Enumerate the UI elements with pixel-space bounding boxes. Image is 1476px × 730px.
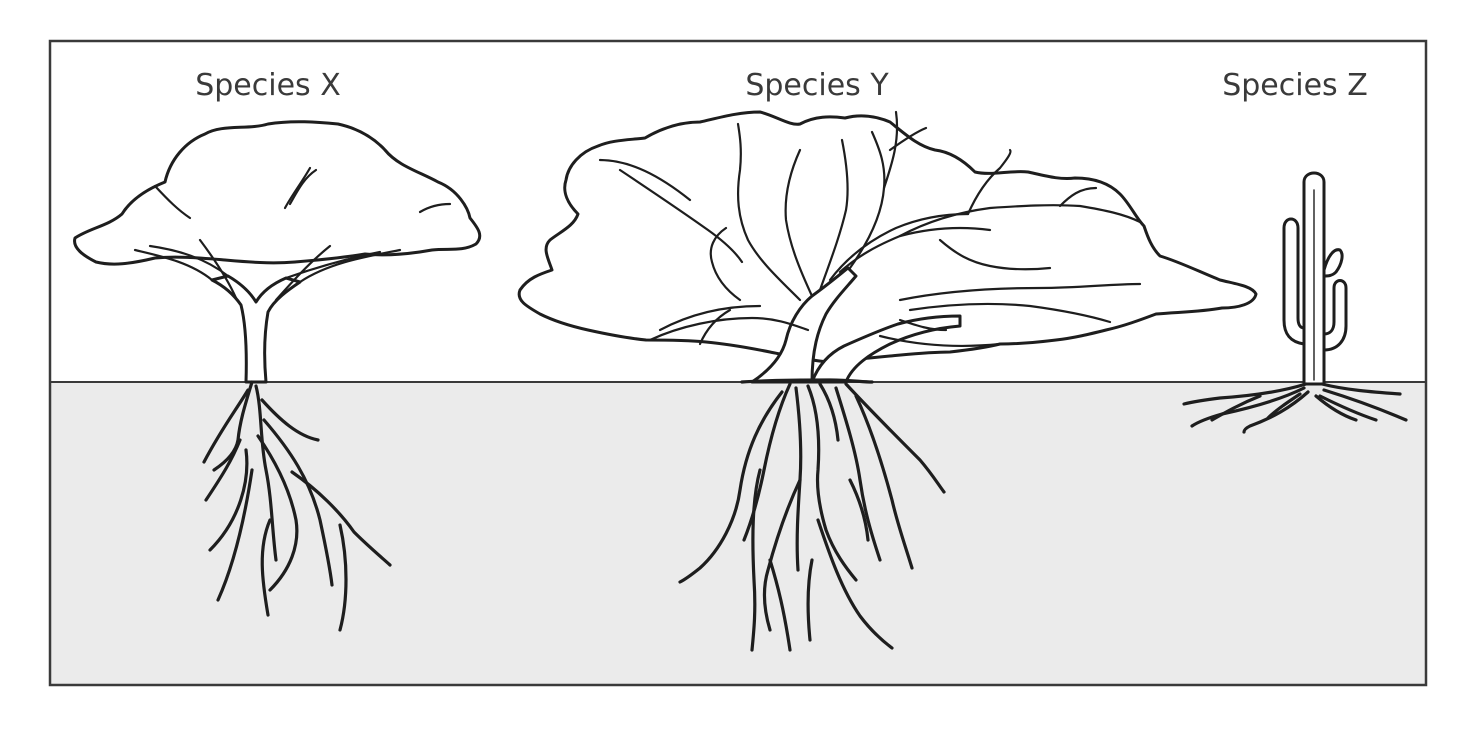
- species-y-label: Species Y: [745, 68, 889, 103]
- species-x-label: Species X: [195, 68, 341, 103]
- cactus-icon: [1182, 171, 1408, 434]
- species-z-label: Species Z: [1222, 68, 1368, 103]
- soil-area: [50, 382, 1426, 685]
- acacia-tree-icon: [73, 120, 482, 632]
- mesquite-tree-icon: [517, 110, 1258, 652]
- diagram-frame: [48, 39, 1428, 687]
